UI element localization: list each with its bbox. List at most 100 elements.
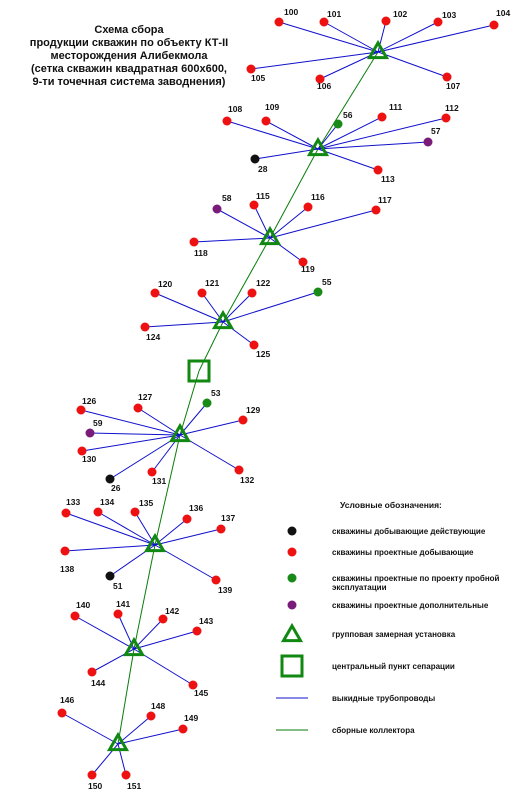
- well-label-113: 113: [381, 174, 395, 184]
- well-label-57: 57: [431, 126, 441, 136]
- well-129: [238, 415, 248, 425]
- flowline: [179, 402, 208, 436]
- well-55: [313, 287, 323, 297]
- flowline: [278, 21, 379, 53]
- well-104: [489, 20, 499, 30]
- well-141: [113, 609, 123, 619]
- well-label-146: 146: [60, 695, 74, 705]
- collector-segment: [269, 148, 319, 239]
- well-106: [315, 74, 325, 84]
- well-145: [188, 680, 198, 690]
- flowline: [265, 120, 319, 150]
- well-100: [274, 17, 284, 27]
- flowline: [133, 630, 198, 650]
- group-installation-gu2: [306, 136, 330, 157]
- well-116: [303, 202, 313, 212]
- legend-swatch-projected_additional: [287, 600, 297, 610]
- flowline: [80, 409, 181, 436]
- well-label-58: 58: [222, 193, 232, 203]
- flowline: [323, 21, 379, 53]
- well-135: [130, 507, 140, 517]
- well-118: [189, 237, 199, 247]
- well-126: [76, 405, 86, 415]
- well-102: [381, 16, 391, 26]
- well-label-144: 144: [91, 678, 105, 688]
- well-label-150: 150: [88, 781, 102, 791]
- well-label-137: 137: [221, 513, 235, 523]
- well-label-126: 126: [82, 396, 96, 406]
- group-installation-gu4: [211, 309, 235, 330]
- diagram-title: Схема сбора продукции скважин по объекту…: [8, 24, 250, 89]
- well-label-115: 115: [256, 191, 270, 201]
- well-51: [105, 571, 115, 581]
- flowline: [317, 148, 379, 171]
- legend-title: Условные обозначения:: [340, 500, 442, 510]
- well-label-107: 107: [446, 81, 460, 91]
- well-label-104: 104: [496, 8, 510, 18]
- well-label-116: 116: [311, 192, 325, 202]
- title-line: 9-ти точечная система заводнения): [32, 76, 226, 88]
- well-53: [202, 398, 212, 408]
- well-57: [423, 137, 433, 147]
- flowline: [144, 321, 224, 328]
- well-label-136: 136: [189, 503, 203, 513]
- well-124: [140, 322, 150, 332]
- group-installation-gu7: [122, 636, 146, 657]
- legend-swatch-producing_existing: [287, 526, 297, 536]
- title-line: месторождения Алибекмола: [50, 50, 208, 62]
- well-label-134: 134: [100, 497, 114, 507]
- legend-label-projected_additional: скважины проектные дополнительные: [332, 601, 489, 610]
- well-28: [250, 154, 260, 164]
- flowline: [179, 419, 244, 436]
- well-26: [105, 474, 115, 484]
- well-140: [70, 611, 80, 621]
- title-line: продукции скважин по объекту КТ-II: [29, 37, 229, 49]
- well-101: [319, 17, 329, 27]
- legend-label-flowline: выкидные трубопроводы: [332, 694, 435, 703]
- group-installation-gu8: [106, 731, 130, 752]
- flowline: [109, 434, 181, 480]
- well-139: [211, 575, 221, 585]
- flowline: [269, 237, 304, 263]
- well-59: [85, 428, 95, 438]
- well-115: [249, 200, 259, 210]
- well-label-121: 121: [205, 278, 219, 288]
- group-installation-gu1: [366, 39, 390, 60]
- flowline: [154, 292, 224, 323]
- flowline: [254, 148, 319, 160]
- well-127: [133, 403, 143, 413]
- well-58: [212, 204, 222, 214]
- well-label-28: 28: [258, 164, 268, 174]
- legend-label-producing_projected: скважины проектные добывающие: [332, 548, 474, 557]
- well-113: [373, 165, 383, 175]
- well-label-142: 142: [165, 606, 179, 616]
- flowline: [154, 518, 188, 546]
- well-label-143: 143: [199, 616, 213, 626]
- title-line: (сетка скважин квадратная 600х600,: [30, 63, 227, 75]
- well-label-129: 129: [246, 405, 260, 415]
- well-label-55: 55: [322, 277, 332, 287]
- flowline: [216, 208, 271, 239]
- well-130: [77, 446, 87, 456]
- central-separation-point: [187, 359, 211, 383]
- well-label-106: 106: [317, 81, 331, 91]
- collector-segment: [317, 51, 379, 150]
- well-label-118: 118: [194, 248, 208, 258]
- well-146: [57, 708, 67, 718]
- flowline: [61, 712, 119, 745]
- flowline: [222, 291, 319, 323]
- well-label-119: 119: [301, 264, 315, 274]
- well-label-131: 131: [152, 476, 166, 486]
- flowline: [377, 51, 448, 78]
- well-119: [298, 257, 308, 267]
- flowline: [317, 116, 383, 150]
- well-120: [150, 288, 160, 298]
- flowline: [317, 141, 429, 150]
- collector-segment: [133, 544, 156, 650]
- flowline: [250, 51, 379, 70]
- well-149: [178, 724, 188, 734]
- well-label-145: 145: [194, 688, 208, 698]
- well-122: [247, 288, 257, 298]
- flowline: [117, 728, 184, 745]
